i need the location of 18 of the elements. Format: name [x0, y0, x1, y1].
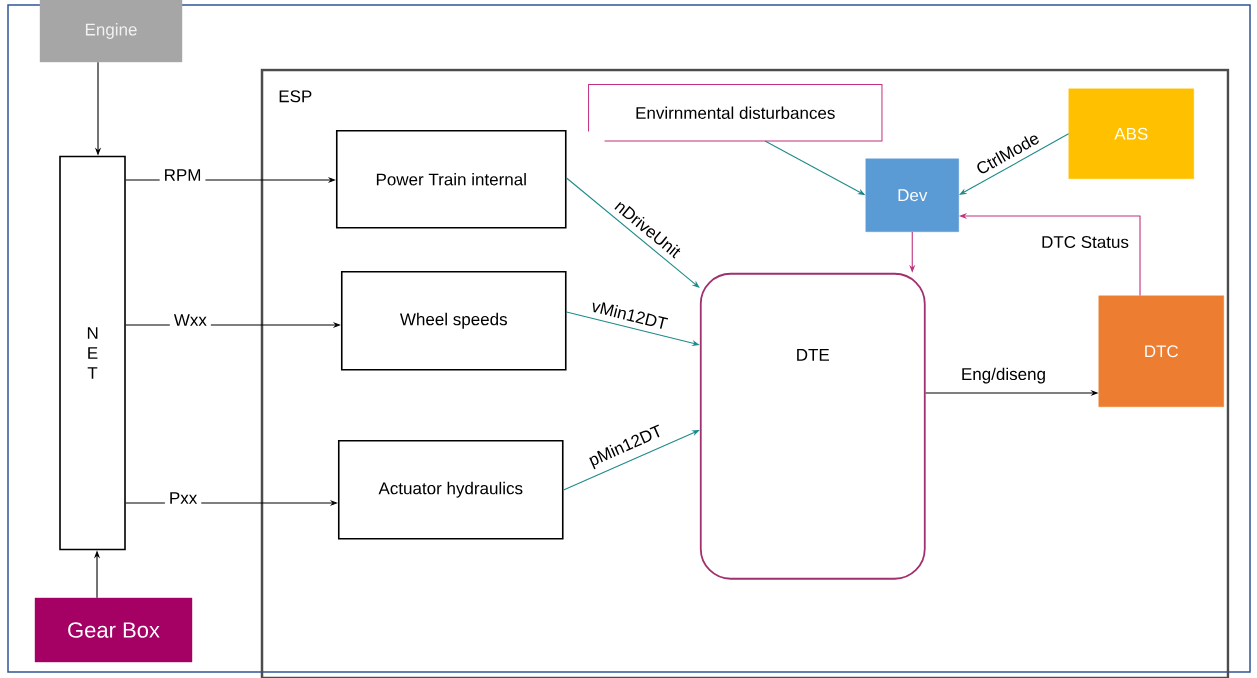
block-box: ABS [1068, 88, 1194, 179]
block-box: Engine [39, 0, 183, 63]
block-box: Wheel speeds [340, 270, 567, 371]
block-box: Dev [865, 158, 959, 232]
rounded-box: DTE [699, 272, 926, 580]
block-box: DTC [1098, 295, 1224, 407]
block-box: Actuator hydraulics [337, 439, 564, 540]
arrow [566, 177, 700, 288]
edge-label: vMin12DT [592, 302, 669, 329]
edge-label: Wxx [169, 310, 211, 330]
bus-box: N E T [59, 155, 126, 551]
block-box: Power Train internal [335, 129, 567, 229]
edge-label: Pxx [164, 488, 202, 508]
edge-label: DTC Status [1039, 234, 1131, 250]
open-box: Envirnmental disturbances [588, 84, 883, 142]
edge-label: Eng/diseng [962, 367, 1045, 384]
block-box: Gear Box [34, 597, 193, 663]
edge-label: RPM [159, 165, 206, 185]
